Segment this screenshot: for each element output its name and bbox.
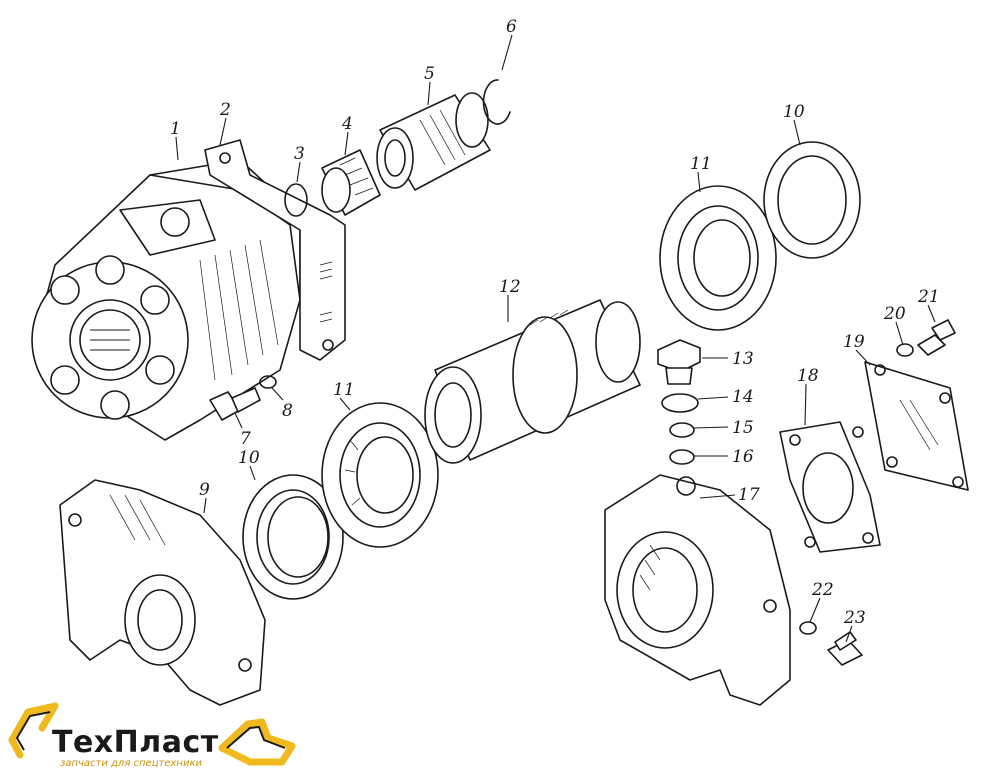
- part-3-ring: [284, 183, 308, 217]
- brand-logo: ТехПласт запчасти для спецтехники: [8, 702, 296, 769]
- logo-name: ТехПласт: [52, 725, 219, 760]
- callout-21: 21: [917, 287, 940, 307]
- excavator-bucket-icon: [218, 718, 296, 766]
- part-19-cover: [864, 361, 969, 491]
- callout-20: 20: [883, 304, 906, 324]
- callout-5: 5: [424, 64, 435, 84]
- leader-lines: [175, 34, 936, 643]
- part-10-seal-right: [763, 141, 861, 259]
- part-8-washer: [259, 375, 277, 389]
- callout-2: 2: [219, 100, 231, 120]
- part-14-washer: [661, 393, 699, 413]
- logo-tagline: запчасти для спецтехники: [60, 758, 202, 769]
- callout-11-left: 11: [333, 380, 355, 400]
- callout-22: 22: [811, 580, 834, 600]
- callout-9: 9: [199, 480, 210, 500]
- part-15-washer: [669, 422, 695, 438]
- part-13-plug: [657, 339, 701, 385]
- callout-15: 15: [732, 418, 754, 438]
- part-21-bolt: [917, 319, 956, 356]
- part-16-ring: [669, 449, 695, 465]
- callout-11-right: 11: [690, 154, 712, 174]
- part-20-washer: [896, 343, 914, 357]
- callout-10-right: 10: [783, 102, 805, 122]
- callout-17: 17: [738, 485, 760, 505]
- part-22-washer: [799, 621, 817, 635]
- callout-8: 8: [282, 401, 293, 421]
- callout-13: 13: [732, 349, 754, 369]
- part-4-gear: [321, 149, 381, 216]
- callout-6: 6: [506, 17, 517, 37]
- part-6-snap-ring: [482, 79, 511, 125]
- callout-16: 16: [732, 447, 754, 467]
- part-2-gasket: [204, 139, 346, 361]
- part-10-seal-left: [242, 474, 344, 600]
- callout-1: 1: [170, 119, 181, 139]
- callout-14: 14: [732, 387, 754, 407]
- part-17-bearing-housing: [604, 474, 791, 706]
- part-11-bearing-left: [321, 402, 439, 548]
- callout-labels: 1 2 3 4 5 6 7 8 9 10 10 11 11 12 13 14 1…: [170, 17, 940, 628]
- callout-23: 23: [843, 608, 866, 628]
- callout-10-left: 10: [238, 448, 260, 468]
- part-5-sleeve: [376, 92, 491, 191]
- callout-12: 12: [499, 277, 521, 297]
- part-7-bolt: [209, 387, 261, 421]
- part-18-gasket: [779, 421, 881, 553]
- callout-18: 18: [797, 366, 819, 386]
- part-9-bracket: [59, 479, 266, 706]
- callout-7: 7: [240, 429, 251, 449]
- part-12-gear-shaft: [424, 299, 641, 464]
- callout-4: 4: [341, 114, 353, 134]
- part-11-bearing-right: [659, 185, 777, 331]
- callout-3: 3: [294, 144, 305, 164]
- part-23-bolt: [827, 631, 863, 666]
- callout-19: 19: [843, 332, 865, 352]
- excavator-arm-left-icon: [8, 702, 59, 759]
- part-1-housing: [31, 159, 301, 441]
